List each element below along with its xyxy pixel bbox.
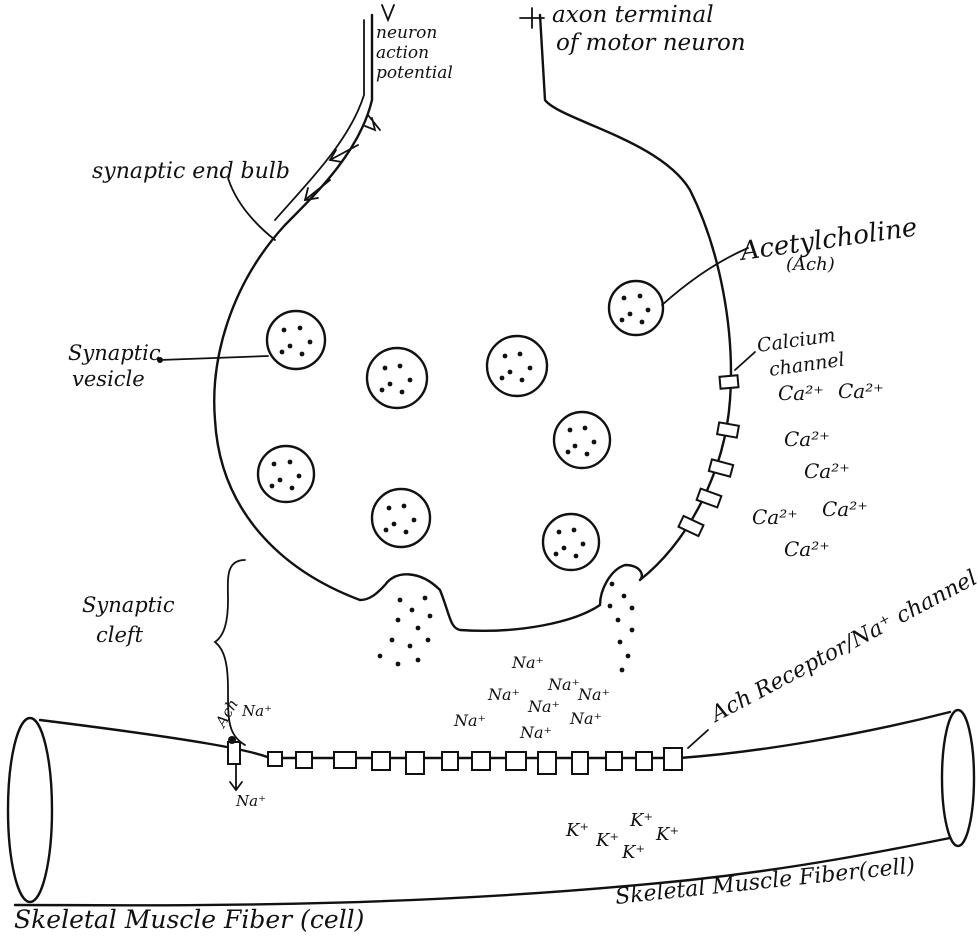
axon-cross-mark xyxy=(519,7,545,29)
k-ion: K⁺ xyxy=(595,830,619,851)
ach-abbrev-label: (Ach) xyxy=(786,254,835,275)
synaptic-cleft-label-2: cleft xyxy=(96,623,144,647)
k-ion: K⁺ xyxy=(565,820,589,841)
vesicle xyxy=(256,444,316,504)
axon-terminal-label-1: axon terminal xyxy=(552,2,714,28)
arrow-head-3 xyxy=(303,187,319,202)
end-bulb-outline xyxy=(213,13,733,632)
arrow-path-2 xyxy=(329,144,359,161)
synaptic-cleft-label-1: Synaptic xyxy=(82,593,175,617)
na-ion: Na⁺ xyxy=(569,709,602,728)
k-ion: K⁺ xyxy=(621,842,645,863)
ca-ion: Ca²⁺ xyxy=(822,497,868,521)
vesicle-label-1: Synaptic xyxy=(68,341,161,365)
vesicle xyxy=(370,487,432,549)
na-ion: Na⁺ xyxy=(511,653,544,672)
end-bulb-label: synaptic end bulb xyxy=(92,159,290,184)
ca-ion: Ca²⁺ xyxy=(804,459,850,483)
na-small-ion: Na⁺ xyxy=(235,792,266,810)
vesicle-pointer-dot xyxy=(157,357,163,363)
calcium-pointer xyxy=(734,351,756,371)
na-small-ion: Na⁺ xyxy=(241,702,272,720)
end-bulb-pointer xyxy=(227,177,276,241)
ach-small-label: Ach xyxy=(211,696,242,732)
na-ion: Na⁺ xyxy=(487,685,520,704)
ach-bound-dot xyxy=(228,736,236,744)
vesicle xyxy=(552,410,612,470)
ca-ion: Ca²⁺ xyxy=(784,537,830,561)
arrow-head-2 xyxy=(328,149,343,163)
ca-ion: Ca²⁺ xyxy=(784,427,830,451)
axon-terminal-label-2: of motor neuron xyxy=(556,30,746,56)
vesicle xyxy=(607,279,665,337)
na-ion: Na⁺ xyxy=(453,711,486,730)
action-potential-arrow-line xyxy=(274,19,365,221)
vesicle-pointer xyxy=(159,355,269,361)
released-acetylcholine xyxy=(377,581,635,673)
vesicle xyxy=(485,334,549,398)
action-potential-label-1: neuron xyxy=(376,23,437,43)
muscle-fiber-label-left: Skeletal Muscle Fiber (cell) xyxy=(14,905,364,934)
na-ion: Na⁺ xyxy=(519,723,552,742)
na-ion: Na⁺ xyxy=(547,675,580,694)
na-ion: Na⁺ xyxy=(527,697,560,716)
k-ion: K⁺ xyxy=(655,824,679,845)
receptor-channel-label: Ach Receptor/Na⁺ channel xyxy=(705,566,978,729)
receptor-pointer xyxy=(687,729,709,749)
action-potential-label-3: potential xyxy=(376,63,453,83)
action-potential-label-2: action xyxy=(376,43,429,63)
calcium-channels xyxy=(677,374,741,538)
cleft-brace xyxy=(213,559,246,746)
vesicle xyxy=(365,346,429,410)
muscle-fiber-label-right: Skeletal Muscle Fiber(cell) xyxy=(614,854,916,910)
arrow-down-head xyxy=(381,4,395,23)
synaptic-vesicles xyxy=(256,279,665,572)
vesicle xyxy=(265,309,327,371)
vesicle xyxy=(541,512,601,572)
vesicle-label-2: vesicle xyxy=(72,367,145,391)
na-influx-arrow xyxy=(229,763,243,792)
ca-ion: Ca²⁺ xyxy=(752,505,798,529)
arrow-head-1 xyxy=(364,117,377,132)
ach-pointer xyxy=(661,247,749,306)
k-ion: K⁺ xyxy=(629,810,653,831)
ca-ion: Ca²⁺ xyxy=(778,381,824,405)
ach-receptors xyxy=(227,741,683,775)
ca-ion: Ca²⁺ xyxy=(838,379,884,403)
arrow-path-3 xyxy=(304,179,331,201)
na-ion: Na⁺ xyxy=(577,685,610,704)
